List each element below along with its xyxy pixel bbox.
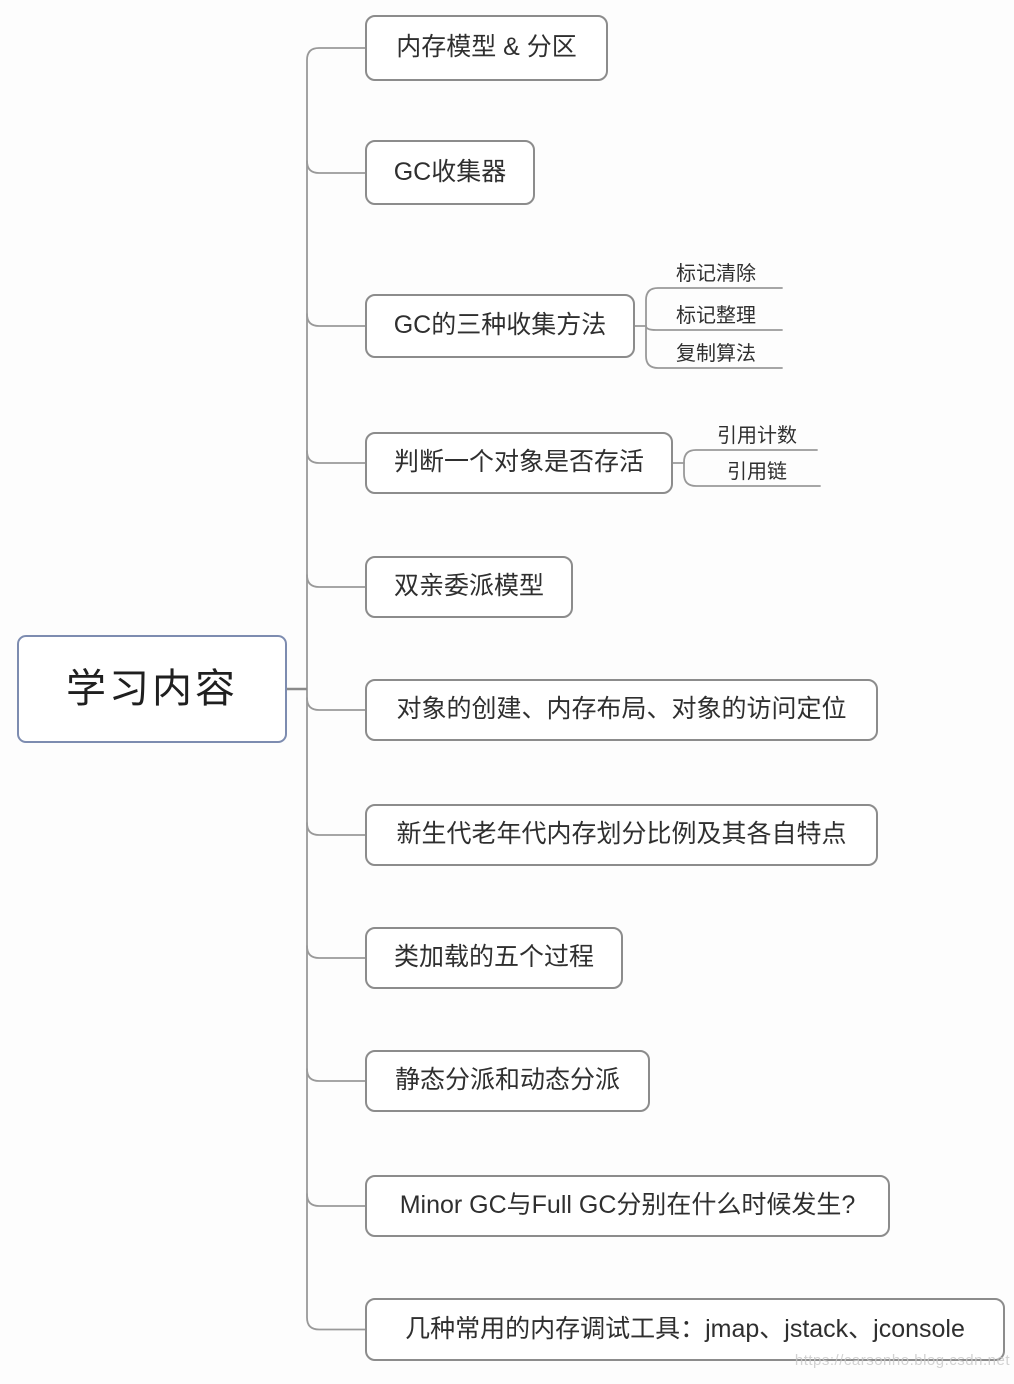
- branch-connector: [306, 822, 366, 836]
- trunk-line: [306, 47, 366, 1331]
- gc-methods-child-line-top: [645, 287, 783, 327]
- node-gc-methods: GC的三种收集方法: [365, 294, 635, 358]
- node-gc-collectors: GC收集器: [365, 140, 535, 205]
- branch-connector: [306, 945, 366, 959]
- object-alive-child-line-top: [683, 449, 818, 464]
- branch-connector: [306, 313, 366, 327]
- node-memory-tools: 几种常用的内存调试工具：jmap、jstack、jconsole: [365, 1298, 1005, 1361]
- watermark-text: https://carsonho.blog.csdn.net: [794, 1352, 1010, 1369]
- child-mark-compact: 标记整理: [676, 305, 756, 327]
- branch-connector: [306, 160, 366, 174]
- branch-connector: [306, 1193, 366, 1207]
- branch-connector: [306, 697, 366, 711]
- node-object-alive: 判断一个对象是否存活: [365, 432, 673, 494]
- node-class-loading: 类加载的五个过程: [365, 927, 623, 989]
- branch-connector: [306, 1068, 366, 1082]
- node-minor-full-gc: Minor GC与Full GC分别在什么时候发生?: [365, 1175, 890, 1237]
- node-memory-model: 内存模型 & 分区: [365, 15, 608, 81]
- child-reference-counting: 引用计数: [717, 425, 797, 447]
- child-copy-algorithm: 复制算法: [676, 343, 756, 365]
- gc-methods-child-line-bottom: [645, 325, 783, 369]
- child-mark-sweep: 标记清除: [676, 263, 756, 285]
- child-reference-chain: 引用链: [727, 461, 787, 483]
- node-learning-content: 学习内容: [17, 635, 287, 743]
- branch-connector: [306, 450, 366, 464]
- node-generation-ratio: 新生代老年代内存划分比例及其各自特点: [365, 804, 878, 866]
- branch-connector: [306, 574, 366, 588]
- object-alive-child-line-bottom: [683, 462, 821, 487]
- node-dispatch: 静态分派和动态分派: [365, 1050, 650, 1112]
- node-object-creation: 对象的创建、内存布局、对象的访问定位: [365, 679, 878, 741]
- node-parent-delegation: 双亲委派模型: [365, 556, 573, 618]
